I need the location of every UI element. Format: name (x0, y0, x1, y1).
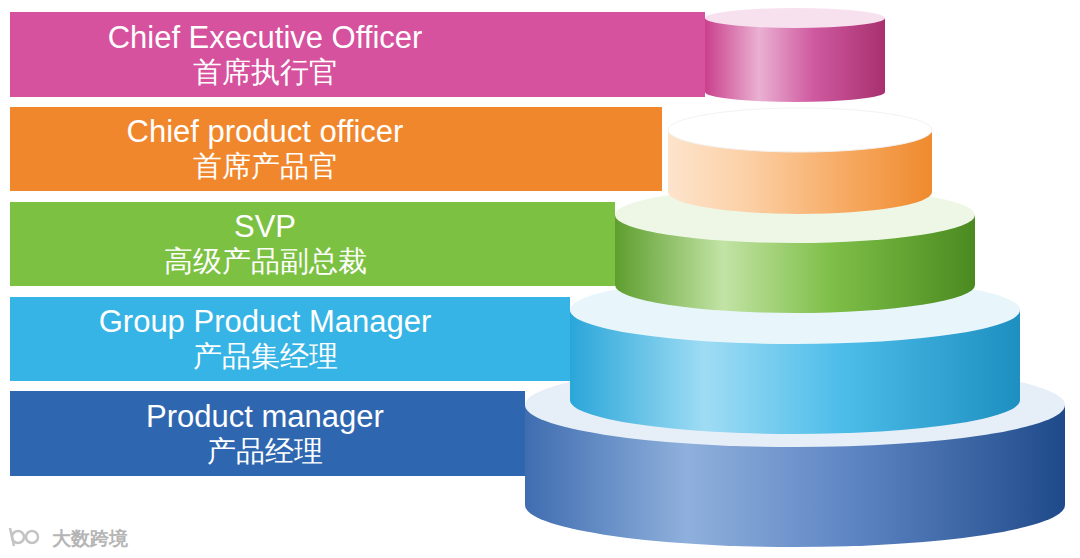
title-band: Chief Executive Officer首席执行官 (10, 12, 705, 97)
heading-en: Chief Executive Officer (10, 21, 520, 56)
heading-zh: 产品经理 (10, 435, 520, 467)
heading-en: Product manager (10, 400, 520, 435)
heading-zh: 产品集经理 (10, 340, 520, 372)
heading-zh: 高级产品副总裁 (10, 245, 520, 277)
heading-en: SVP (10, 210, 520, 245)
title-band: Product manager产品经理 (10, 391, 525, 476)
heading-zh: 首席执行官 (10, 56, 520, 88)
watermark: 大数跨境 (52, 526, 128, 552)
heading-en: Group Product Manager (10, 305, 520, 340)
heading-en: Chief product officer (10, 115, 520, 150)
title-band: SVP高级产品副总裁 (10, 202, 615, 286)
title-band: Chief product officer首席产品官 (10, 107, 662, 191)
heading-zh: 首席产品官 (10, 150, 520, 182)
title-band: Group Product Manager产品集经理 (10, 297, 570, 381)
